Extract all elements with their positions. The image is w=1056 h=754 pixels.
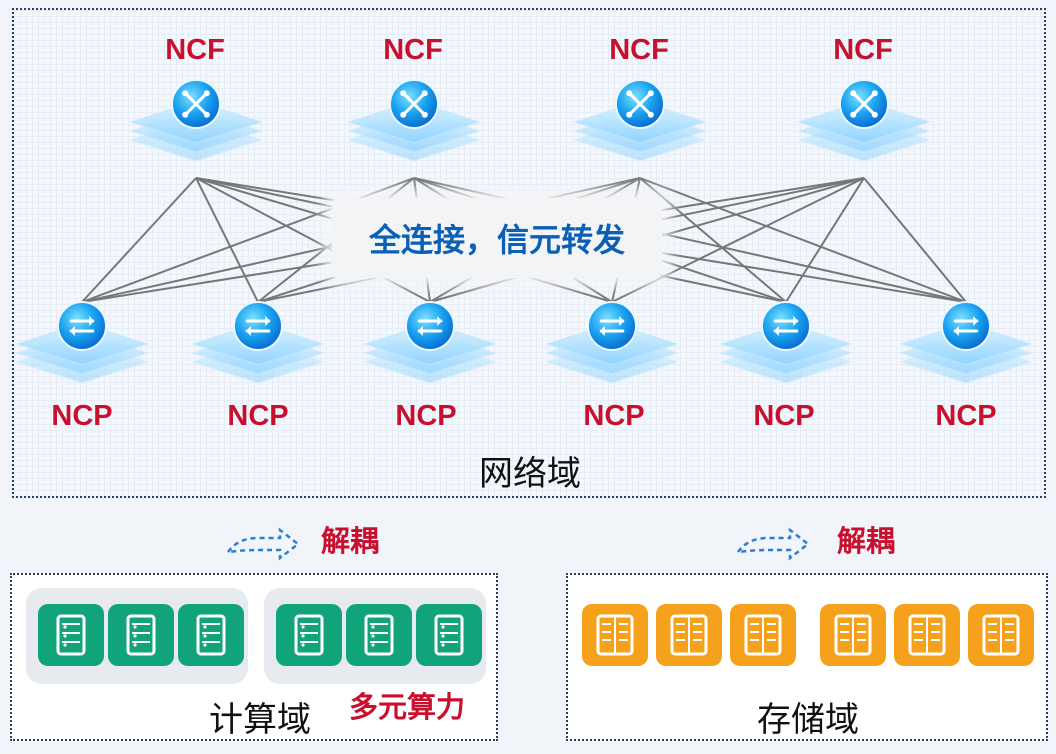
- ncf-label-3: NCF: [609, 34, 669, 66]
- ncp-label-4: NCP: [583, 400, 645, 432]
- ncf-label-2: NCF: [383, 34, 443, 66]
- link-ncf3-ncp6: [639, 177, 967, 303]
- network-domain-title: 网络域: [479, 454, 581, 494]
- server-icon: [56, 614, 86, 656]
- ncf-node-1: [171, 79, 221, 129]
- compute-domain-title: 计算域: [209, 700, 311, 740]
- ncf-label-1: NCF: [165, 34, 225, 66]
- storage-cabinet-icon: [670, 614, 708, 656]
- link-ncf1-ncp3: [195, 177, 431, 303]
- storage-tile-3: [730, 604, 796, 666]
- link-ncf1-ncp2: [195, 177, 259, 303]
- link-ncf3-ncp5: [639, 177, 787, 303]
- ncp-label-3: NCP: [395, 400, 457, 432]
- storage-domain-title: 存储域: [757, 700, 859, 740]
- decouple-label-right: 解耦: [836, 526, 895, 558]
- compute-tile-2: [108, 604, 174, 666]
- decouple-arrow-right: [736, 527, 811, 561]
- ncp-node-6: [941, 301, 991, 351]
- storage-tile-2: [656, 604, 722, 666]
- link-ncf4-ncp4: [611, 177, 865, 303]
- decouple-label-left: 解耦: [320, 526, 379, 558]
- server-icon: [364, 614, 394, 656]
- ncp-node-2: [233, 301, 283, 351]
- server-icon: [126, 614, 156, 656]
- ncp-label-5: NCP: [753, 400, 815, 432]
- compute-tile-3: [178, 604, 244, 666]
- ncp-node-4: [587, 301, 637, 351]
- compute-tile-6: [416, 604, 482, 666]
- ncp-node-5: [761, 301, 811, 351]
- storage-cabinet-icon: [744, 614, 782, 656]
- decouple-arrow-left: [226, 527, 301, 561]
- ncf-node-4: [839, 79, 889, 129]
- storage-cabinet-icon: [834, 614, 872, 656]
- ncp-label-2: NCP: [227, 400, 289, 432]
- storage-tile-6: [968, 604, 1034, 666]
- ncf-node-3: [615, 79, 665, 129]
- node-layer: [15, 79, 1033, 384]
- ncf-label-4: NCF: [833, 34, 893, 66]
- ncp-label-6: NCP: [935, 400, 997, 432]
- storage-tile-4: [820, 604, 886, 666]
- compute-tile-1: [38, 604, 104, 666]
- ncf-node-2: [389, 79, 439, 129]
- storage-tile-1: [582, 604, 648, 666]
- decouple-arrows: [226, 527, 811, 561]
- link-ncf4-ncp5: [785, 177, 865, 303]
- server-icon: [294, 614, 324, 656]
- storage-cabinet-icon: [908, 614, 946, 656]
- link-layer: [81, 177, 967, 303]
- link-ncf1-ncp1: [81, 177, 197, 303]
- storage-cabinet-icon: [596, 614, 634, 656]
- storage-tile-5: [894, 604, 960, 666]
- ncp-node-3: [405, 301, 455, 351]
- compute-subtitle: 多元算力: [348, 692, 465, 724]
- server-icon: [434, 614, 464, 656]
- compute-tile-5: [346, 604, 412, 666]
- link-ncf4-ncp6: [863, 177, 967, 303]
- server-icon: [196, 614, 226, 656]
- ncp-node-1: [57, 301, 107, 351]
- center-label: 全连接，信元转发: [332, 198, 662, 278]
- ncp-label-1: NCP: [51, 400, 113, 432]
- compute-tile-4: [276, 604, 342, 666]
- storage-cabinet-icon: [982, 614, 1020, 656]
